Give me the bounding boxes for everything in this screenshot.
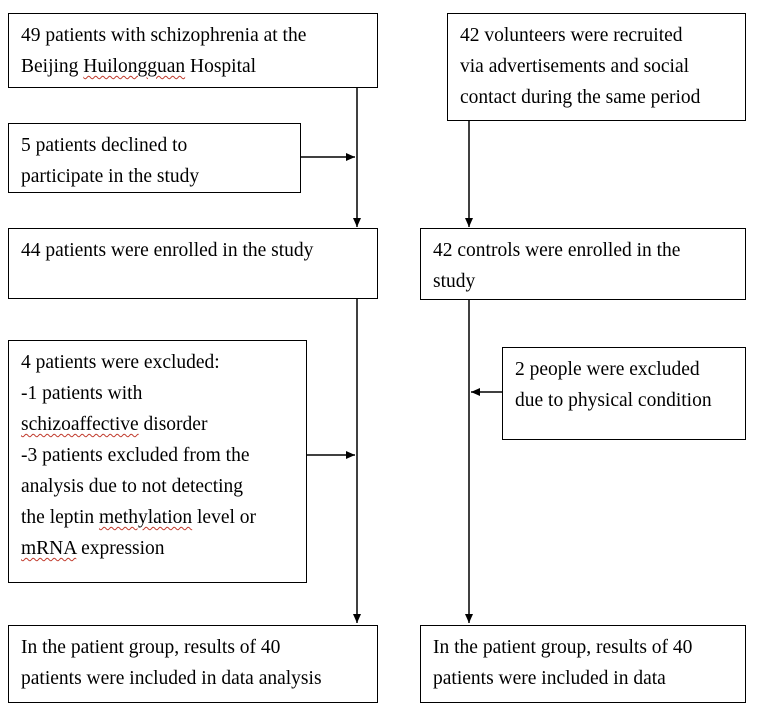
box-patients-recruited: 49 patients with schizophrenia at the Be… [8,13,378,88]
box-patients-enrolled: 44 patients were enrolled in the study [8,228,378,299]
box-line: participate in the study [21,166,200,187]
box-line: 4 patients were excluded: [21,352,220,373]
spellcheck-word: mRNA [21,538,77,559]
box-line: 42 volunteers were recruited [460,25,683,46]
box-line: -1 patients with [21,383,143,404]
spellcheck-word: methylation [98,507,193,528]
box-controls-enrolled: 42 controls were enrolled in the study [420,228,746,300]
box-line-part: disorder [138,414,208,435]
box-line: In the patient group, results of 40 [433,637,693,658]
box-volunteers-recruited: 42 volunteers were recruited via adverti… [447,13,746,121]
box-line: contact during the same period [460,87,701,108]
box-patients-included: In the patient group, results of 40 pati… [8,625,378,703]
box-line: 5 patients declined to [21,135,188,156]
box-line: -3 patients excluded from the [21,445,250,466]
box-line-part: Hospital [185,56,257,77]
box-line: In the patient group, results of 40 [21,637,281,658]
box-line: 44 patients were enrolled in the study [21,240,314,261]
box-line: via advertisements and social [460,56,690,77]
box-line: analysis due to not detecting [21,476,244,497]
box-line: mRNA expression [21,533,296,564]
box-controls-included: In the patient group, results of 40 pati… [420,625,746,703]
box-patients-declined: 5 patients declined to participate in th… [8,123,301,193]
box-line: patients were included in data [433,668,666,689]
spellcheck-word: Huilongguan [83,56,186,77]
box-line-part: Beijing [21,56,84,77]
box-controls-excluded: 2 people were excluded due to physical c… [502,347,746,440]
box-line-part: the leptin [21,507,99,528]
box-line-part: level or [192,507,257,528]
box-line: 42 controls were enrolled in the [433,240,681,261]
box-line: the leptin methylation level or [21,502,296,533]
box-line: 49 patients with schizophrenia at the [21,25,307,46]
box-line: due to physical condition [515,390,712,411]
box-patients-excluded: 4 patients were excluded: -1 patients wi… [8,340,307,583]
box-line: study [433,271,476,292]
spellcheck-word: schizoaffective [21,414,139,435]
box-line: patients were included in data analysis [21,668,322,689]
box-line-part: expression [76,538,165,559]
box-line: schizoaffective disorder [21,409,296,440]
box-line: Beijing Huilongguan Hospital [21,51,367,82]
box-line: 2 people were excluded [515,359,700,380]
